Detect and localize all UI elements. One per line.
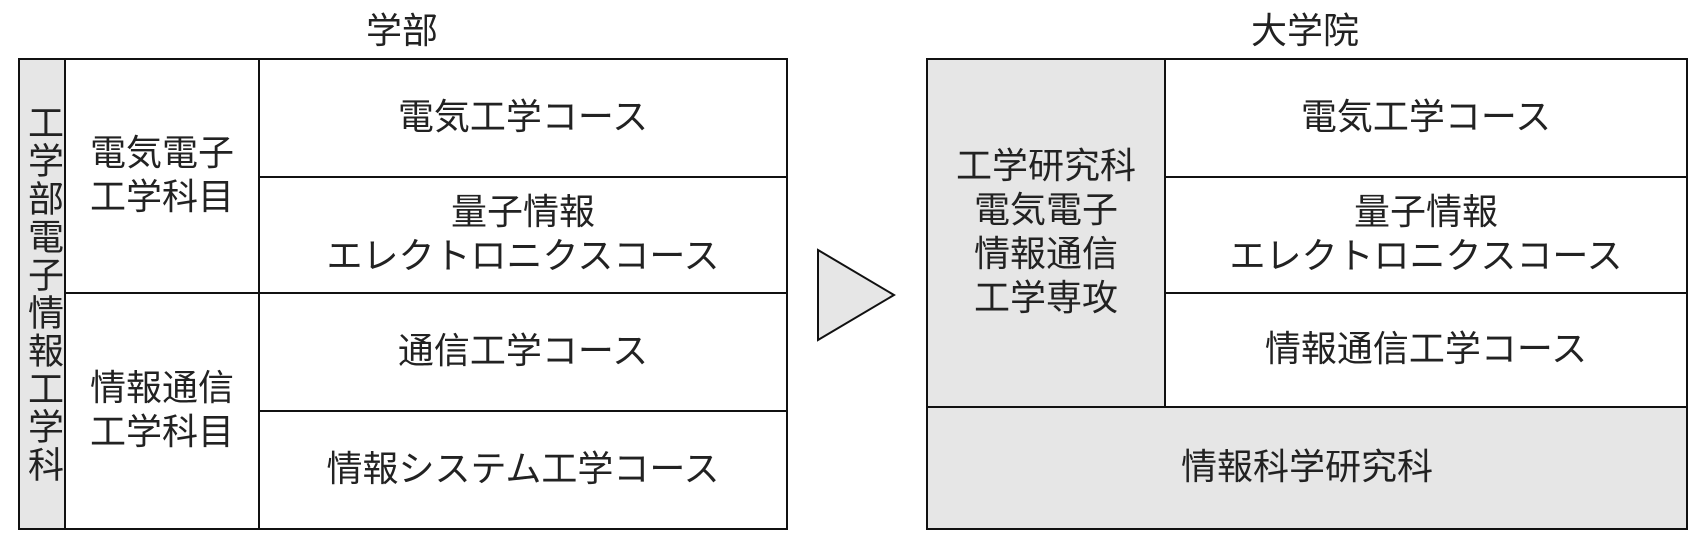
subject-cell-information: 情報通信 工学科目 bbox=[64, 292, 260, 530]
course-label: 量子情報 エレクトロニクスコース bbox=[1229, 192, 1623, 277]
other-grad-school-label: 情報科学研究科 bbox=[1180, 447, 1433, 488]
grad-course-cell: 電気工学コース bbox=[1164, 58, 1688, 178]
subject-cell-electrical: 電気電子 工学科目 bbox=[64, 58, 260, 294]
course-cell: 量子情報 エレクトロニクスコース bbox=[258, 176, 788, 294]
other-grad-school-cell: 情報科学研究科 bbox=[926, 406, 1688, 530]
course-label: 電気工学コース bbox=[397, 97, 649, 138]
faculty-cell: 工学部電子情報工学科 bbox=[18, 58, 66, 530]
right-triangle-arrow-icon bbox=[817, 248, 896, 342]
grad-course-cell: 量子情報 エレクトロニクスコース bbox=[1164, 176, 1688, 294]
course-label: 情報システム工学コース bbox=[326, 449, 720, 490]
course-cell: 通信工学コース bbox=[258, 292, 788, 412]
subject-label: 情報通信 工学科目 bbox=[89, 368, 234, 453]
grad-title: 大学院 bbox=[1250, 11, 1359, 52]
major-label: 工学研究科 電気電子 情報通信 工学専攻 bbox=[955, 146, 1136, 319]
grad-course-cell: 情報通信工学コース bbox=[1164, 292, 1688, 408]
undergrad-title: 学部 bbox=[365, 11, 438, 52]
course-label: 情報通信工学コース bbox=[1264, 329, 1588, 370]
course-cell: 電気工学コース bbox=[258, 58, 788, 178]
faculty-label: 工学部電子情報工学科 bbox=[22, 104, 63, 484]
course-label: 量子情報 エレクトロニクスコース bbox=[326, 192, 720, 277]
course-label: 電気工学コース bbox=[1300, 97, 1552, 138]
subject-label: 電気電子 工学科目 bbox=[89, 133, 234, 218]
course-cell: 情報システム工学コース bbox=[258, 410, 788, 530]
major-cell: 工学研究科 電気電子 情報通信 工学専攻 bbox=[926, 58, 1166, 408]
course-label: 通信工学コース bbox=[397, 331, 649, 372]
